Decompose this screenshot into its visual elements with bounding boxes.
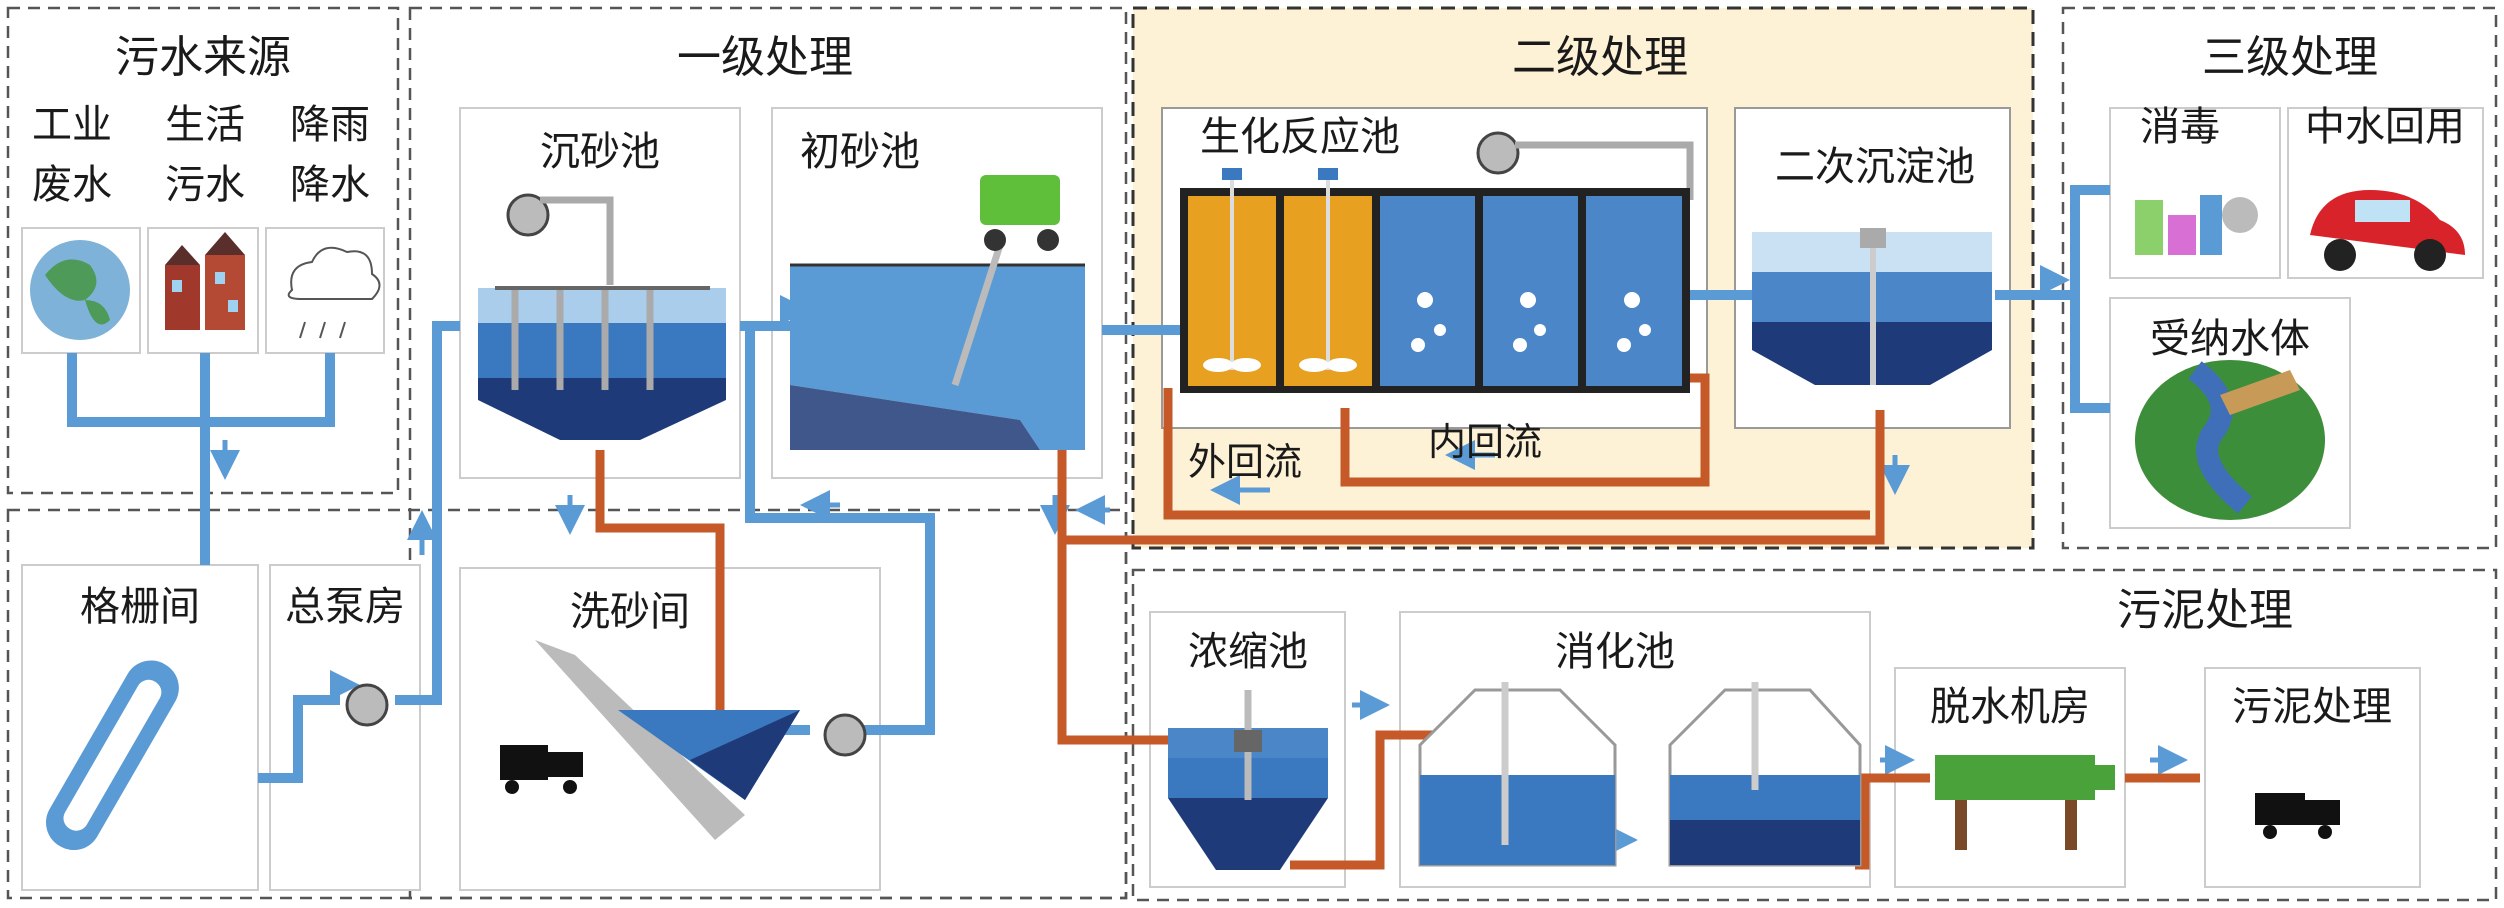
bioreactor-tanks [1180, 168, 1690, 393]
car-icon [2310, 190, 2465, 271]
source-rain-line2: 降水 [290, 162, 370, 208]
source-domestic-line1: 生活 [165, 102, 245, 148]
grit-chamber-label: 沉砂池 [540, 129, 660, 175]
primary-tank [790, 175, 1085, 450]
rain-cloud-icon [287, 246, 381, 339]
dewatering-label: 脱水机房 [1930, 684, 2090, 730]
sand-wash-label: 洗砂间 [570, 589, 690, 635]
river-icon [2135, 360, 2325, 520]
pump-icon [345, 131, 1520, 757]
dewatering-machine [1935, 755, 2115, 850]
source-section-title: 污水来源 [115, 32, 291, 83]
sludge-disposal-box [2204, 667, 2421, 888]
sludge-pipes [595, 373, 2200, 870]
source-industrial-line2: 废水 [32, 162, 112, 208]
pump-house-label: 总泵房 [285, 584, 405, 630]
reuse-label: 中水回用 [2305, 104, 2465, 150]
globe-icon [30, 240, 130, 340]
primary-tank-label: 初砂池 [800, 129, 920, 175]
digester-tanks [1418, 682, 1862, 867]
thickener-label: 浓缩池 [1188, 629, 1308, 675]
source-domestic-line2: 污水 [165, 162, 245, 208]
receiving-water-label: 受纳水体 [2150, 316, 2310, 362]
air-pipe [540, 141, 1694, 285]
digester-label: 消化池 [1555, 629, 1675, 675]
tertiary-section-frame [2061, 6, 2498, 550]
grit-chamber-tank [478, 286, 726, 440]
disinfection-label: 消毒 [2140, 104, 2220, 150]
primary-section-title: 一级处理 [677, 32, 853, 83]
truck-icon [500, 745, 2340, 839]
water-pipes [67, 185, 2110, 783]
external-recycle-label: 外回流 [1188, 440, 1302, 484]
secondary-clarifier-tank [1752, 228, 1992, 385]
tertiary-section-title: 三级处理 [2202, 32, 2378, 83]
bioreactor-label: 生化反应池 [1200, 114, 1400, 160]
source-rain-line1: 降雨 [290, 102, 370, 148]
sludge-section-title: 污泥处理 [2117, 585, 2293, 636]
grille-label: 格栅间 [80, 584, 200, 630]
source-industrial-line1: 工业 [32, 102, 112, 148]
sludge-disposal-label: 污泥处理 [2232, 684, 2392, 730]
grille-conveyor-icon [46, 660, 179, 851]
secondary-section-title: 二级处理 [1512, 32, 1688, 83]
houses-icon [165, 232, 245, 330]
pump-section-frame [6, 508, 1128, 900]
internal-recycle-label: 内回流 [1428, 420, 1542, 464]
sand-washer [535, 640, 800, 840]
thickener-tank [1168, 690, 1328, 870]
sludge-section-frame [1131, 568, 2498, 902]
disinfection-icon [2135, 195, 2258, 255]
clarifier-label: 二次沉淀池 [1775, 144, 1975, 190]
